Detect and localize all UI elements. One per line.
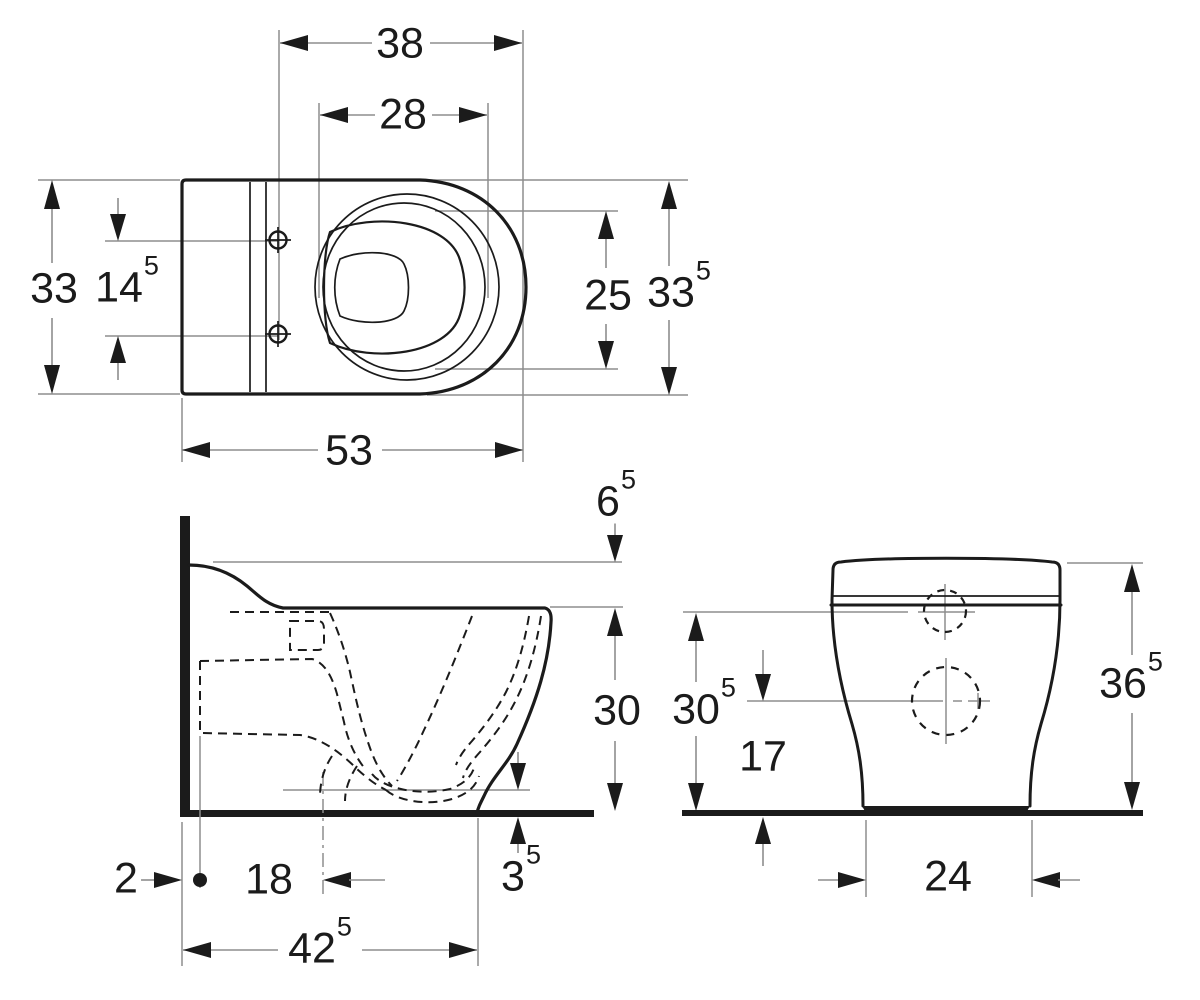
- dim-33-label: 33: [27, 267, 81, 311]
- dim-18: [323, 872, 385, 888]
- front-view: [682, 556, 1143, 897]
- dim-33-5-label: 335: [644, 257, 714, 315]
- dim-38: [280, 35, 522, 51]
- seat-inner-ring: [322, 202, 486, 372]
- dim-42-5-label: 425: [285, 913, 355, 971]
- bowl-rim-outline: [322, 220, 466, 355]
- top-view-extension-lines: [38, 30, 688, 462]
- wall: [180, 516, 190, 816]
- dim-3-5-label: 35: [498, 841, 544, 899]
- hidden-trap-lines: [385, 775, 480, 804]
- drain-point-marker: [193, 873, 207, 887]
- dim-24: [818, 872, 1080, 888]
- dim-24-label: 24: [921, 855, 975, 899]
- dim-14-5-label: 145: [92, 252, 162, 310]
- front-view-body-outline: [830, 556, 1062, 808]
- mounting-hole-icon: [265, 227, 291, 253]
- dim-17-label: 17: [736, 735, 790, 779]
- dim-14-5: [110, 198, 126, 380]
- seat-outer-ring: [314, 193, 500, 381]
- dim-25: [598, 211, 614, 369]
- dim-6-5-label: 65: [593, 466, 639, 524]
- bowl-water-outline: [333, 251, 410, 324]
- dim-25-label: 25: [581, 274, 635, 318]
- water-supply-circle: [922, 588, 968, 634]
- base-plinth: [862, 806, 1030, 813]
- dim-38-label: 38: [373, 22, 427, 66]
- dim-2: [140, 872, 207, 888]
- dim-2-label: 2: [111, 857, 141, 901]
- hidden-internal-lines: [199, 611, 542, 804]
- top-view: [38, 30, 688, 462]
- floor-line: [180, 810, 594, 817]
- dim-36-5: [1124, 564, 1140, 810]
- dim-53-label: 53: [322, 429, 376, 473]
- top-view-body-outline: [180, 178, 528, 396]
- dim-30: [607, 608, 623, 811]
- dim-30-5-label: 305: [669, 674, 739, 732]
- dim-53: [182, 442, 523, 458]
- side-view: [140, 516, 623, 966]
- drain-circle: [910, 665, 982, 737]
- dim-3-5: [510, 752, 526, 853]
- dim-42-5: [183, 942, 477, 958]
- dim-33-5: [661, 181, 677, 395]
- dim-30-5: [688, 613, 704, 811]
- dim-18-label: 18: [242, 858, 296, 902]
- dim-36-5-label: 365: [1096, 648, 1166, 706]
- mounting-hole-icon: [265, 321, 291, 347]
- dim-28: [320, 107, 487, 123]
- dim-33: [44, 180, 60, 394]
- side-view-body-outline: [187, 563, 553, 815]
- dim-30-label: 30: [590, 689, 644, 733]
- dim-28-label: 28: [376, 93, 430, 137]
- dim-17: [755, 650, 771, 866]
